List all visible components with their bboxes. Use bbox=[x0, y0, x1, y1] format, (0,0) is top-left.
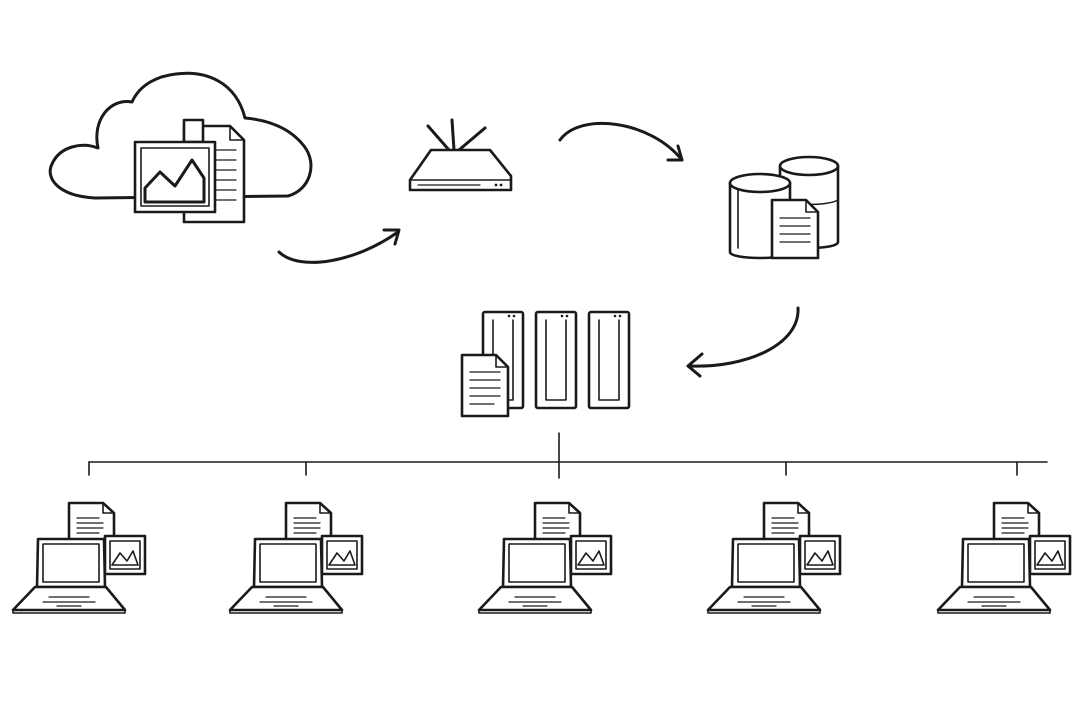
laptop-icon bbox=[11, 501, 147, 615]
arrow-database-to-servers bbox=[686, 306, 800, 378]
laptop-icon bbox=[706, 501, 842, 615]
arrow-cloud-to-router bbox=[277, 228, 401, 264]
laptop-icon bbox=[936, 501, 1072, 615]
cloud-storage-icon bbox=[48, 71, 313, 224]
network-bus bbox=[88, 432, 1048, 479]
arrow-router-to-database bbox=[558, 121, 684, 162]
database-icon bbox=[728, 155, 840, 260]
server-rack-icon bbox=[460, 310, 631, 418]
router-icon bbox=[408, 118, 513, 192]
laptop-icon bbox=[477, 501, 613, 615]
laptop-icon bbox=[228, 501, 364, 615]
